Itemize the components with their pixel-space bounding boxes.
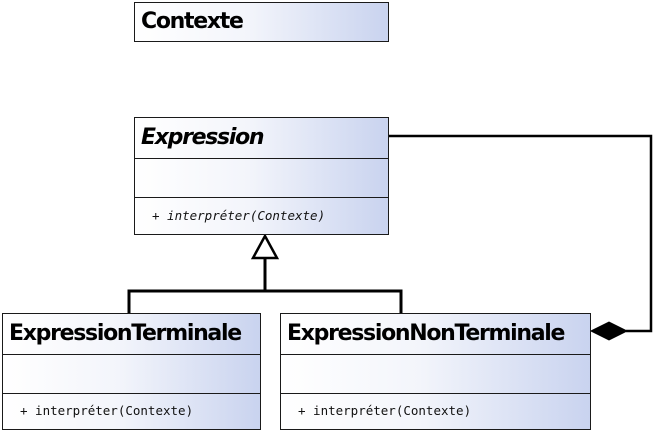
inheritance-line	[127, 289, 403, 314]
class-expression-name-compartment: Expression	[135, 118, 388, 158]
class-terminale-attributes	[3, 354, 260, 393]
class-nonterminale-operations: + interpréter(Contexte)	[281, 393, 590, 429]
class-terminale-name-compartment: ExpressionTerminale	[3, 314, 260, 354]
class-expression-terminale[interactable]: ExpressionTerminale + interpréter(Contex…	[2, 313, 261, 430]
class-contexte-name: Contexte	[141, 9, 244, 34]
class-nonterminale-name-compartment: ExpressionNonTerminale	[281, 314, 590, 354]
class-expression-operation: + interpréter(Contexte)	[152, 207, 326, 223]
class-expression-operations: + interpréter(Contexte)	[135, 197, 388, 234]
class-terminale-name: ExpressionTerminale	[9, 321, 242, 346]
class-terminale-operations: + interpréter(Contexte)	[3, 393, 260, 429]
class-nonterminale-attributes	[281, 354, 590, 393]
composition-diamond-icon	[589, 321, 629, 341]
class-contexte[interactable]: Contexte	[134, 2, 389, 42]
class-terminale-operation: + interpréter(Contexte)	[20, 403, 194, 419]
class-expression-attributes	[135, 158, 388, 197]
class-nonterminale-name: ExpressionNonTerminale	[287, 321, 565, 346]
class-expression[interactable]: Expression + interpréter(Contexte)	[134, 117, 389, 235]
generalization-arrow-icon	[250, 233, 280, 260]
composition-line	[389, 134, 653, 333]
class-expression-non-terminale[interactable]: ExpressionNonTerminale + interpréter(Con…	[280, 313, 591, 430]
class-nonterminale-operation: + interpréter(Contexte)	[298, 403, 472, 419]
class-expression-name: Expression	[141, 125, 265, 150]
